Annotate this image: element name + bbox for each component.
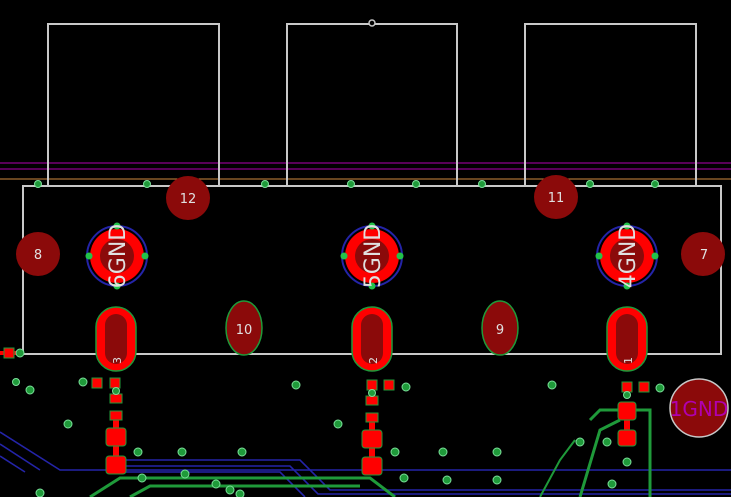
origin-marker [368,19,376,27]
jack-6-label: 6GND [106,224,131,288]
stitching-vias [12,377,617,497]
jack-5-label: 5GND [361,224,386,288]
oval-2-label: 2 [367,357,380,364]
jack-4-label: 4GND [616,224,641,288]
pad-11 [534,175,578,219]
smd-vias [15,348,665,467]
oval-pad-3: 3 [95,306,137,372]
smd-pads [3,347,650,476]
pad-7 [681,232,725,276]
edge-vias [34,180,659,188]
pad-12 [166,176,210,220]
pad-7-label: 7 [700,248,708,263]
pad-8 [16,232,60,276]
gnd-jack-5: 5GND [340,222,404,290]
pad-8-label: 8 [34,248,42,263]
mounting-pads [16,175,729,438]
pad-1gnd-label: 1GND [670,397,729,421]
pad-10 [225,300,263,356]
pad-9-label: 9 [496,323,504,338]
pad-9 [481,300,519,356]
oval-1-label: 1 [622,357,635,364]
oval-pad-2: 2 [351,306,393,372]
oval-3-label: 3 [111,357,124,364]
pad-10-label: 10 [236,323,253,338]
gnd-jack-4: 4GND [595,222,659,290]
oval-pad-1: 1 [606,306,648,372]
pad-11-label: 11 [548,191,565,206]
pad-1gnd [669,378,729,438]
gnd-jack-6: 6GND [85,222,149,290]
pad-12-label: 12 [180,192,197,207]
magenta-keepout-lines [0,162,731,180]
